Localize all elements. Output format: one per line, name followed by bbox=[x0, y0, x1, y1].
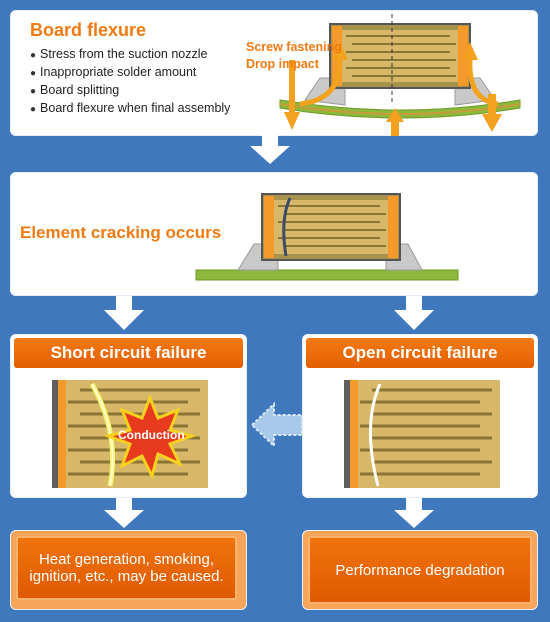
flow-arrow-down bbox=[394, 498, 434, 528]
cracked-chip-illustration bbox=[195, 193, 459, 281]
conduction-label: Conduction bbox=[118, 428, 185, 442]
board-flexure-title: Board flexure bbox=[30, 20, 147, 40]
bent-board bbox=[279, 99, 521, 119]
flow-arrow-down bbox=[104, 296, 144, 330]
cause-item: Stress from the suction nozzle bbox=[30, 46, 230, 64]
short-circuit-header: Short circuit failure bbox=[14, 338, 243, 368]
open-circuit-result: Performance degradation bbox=[308, 536, 532, 604]
cause-item: Board splitting bbox=[30, 82, 230, 100]
short-circuit-illustration bbox=[52, 380, 208, 488]
transition-arrow-left bbox=[250, 401, 303, 449]
conduction-burst bbox=[103, 393, 197, 481]
short-circuit-result: Heat generation, smoking, ignition, etc.… bbox=[16, 536, 237, 600]
annotation-drop-impact: Drop impact bbox=[246, 57, 319, 71]
flow-arrow-down bbox=[250, 134, 290, 164]
cause-item: Board flexure when final assembly bbox=[30, 100, 230, 118]
board bbox=[195, 269, 459, 281]
flexed-board-illustration bbox=[279, 14, 521, 136]
crack-line bbox=[368, 383, 382, 487]
flow-arrow-down bbox=[104, 498, 144, 528]
crack-line bbox=[282, 197, 292, 257]
element-cracking-title: Element cracking occurs bbox=[20, 223, 222, 242]
flow-arrow-down bbox=[394, 296, 434, 330]
flexure-cause-list: Stress from the suction nozzle Inappropr… bbox=[30, 46, 230, 118]
cause-item: Inappropriate solder amount bbox=[30, 64, 230, 82]
annotation-screw-fastening: Screw fastening bbox=[246, 40, 342, 54]
open-circuit-header: Open circuit failure bbox=[306, 338, 534, 368]
open-circuit-illustration bbox=[344, 380, 500, 488]
